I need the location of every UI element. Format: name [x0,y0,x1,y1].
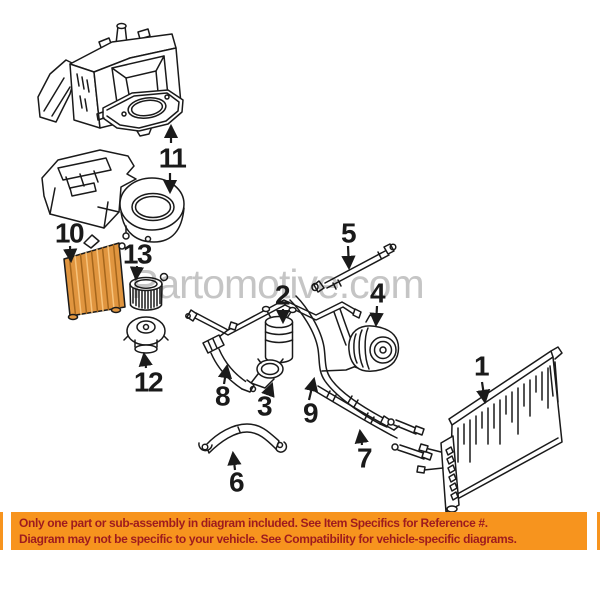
part-number-3: 3 [257,391,272,422]
banner-edge-sliver-right [597,512,600,550]
liquid-line-fittings [387,418,433,461]
part-4-compressor [348,314,400,372]
part-arrow-1 [476,381,491,405]
part-heater-case-lower [41,149,185,249]
part-arrow-3 [261,381,275,398]
part-number-6: 6 [229,467,244,498]
part-number-4: 4 [370,278,386,309]
part-1-condenser [416,346,563,513]
part-number-13: 13 [123,239,152,270]
disclaimer-line-2: Diagram may not be specific to your vehi… [19,531,517,546]
watermark-text: Partomotive.com [131,261,425,307]
part-5-hose [311,243,397,293]
part-arrow-5 [341,245,356,271]
part-11-heater-case-upper [37,22,184,137]
part-arrow-10 [63,245,78,264]
part-number-2: 2 [275,280,290,311]
part-number-10: 10 [55,218,84,249]
part-arrow-6 [227,450,242,471]
part-number-11: 11 [159,143,187,174]
part-number-1: 1 [474,351,489,382]
part-10-evaporator-core [63,242,126,321]
part-number-12: 12 [134,367,163,398]
part-arrow-4 [369,305,384,328]
part-number-8: 8 [215,381,230,412]
part-arrow-7 [354,428,369,446]
disclaimer-line-1: Only one part or sub-assembly in diagram… [19,516,488,530]
part-number-5: 5 [341,218,356,249]
part-number-9: 9 [303,398,318,429]
part-6-bracket [198,423,288,454]
part-3-clamp [250,358,284,389]
part-number-7: 7 [357,443,372,474]
part-arrow-9 [304,376,319,401]
disclaimer-banner: Only one part or sub-assembly in diagram… [11,512,587,550]
part-arrow-13 [129,265,145,282]
part-arrow-12 [138,351,153,369]
part-arrow-8 [217,363,233,385]
banner-edge-sliver-left [0,512,3,550]
